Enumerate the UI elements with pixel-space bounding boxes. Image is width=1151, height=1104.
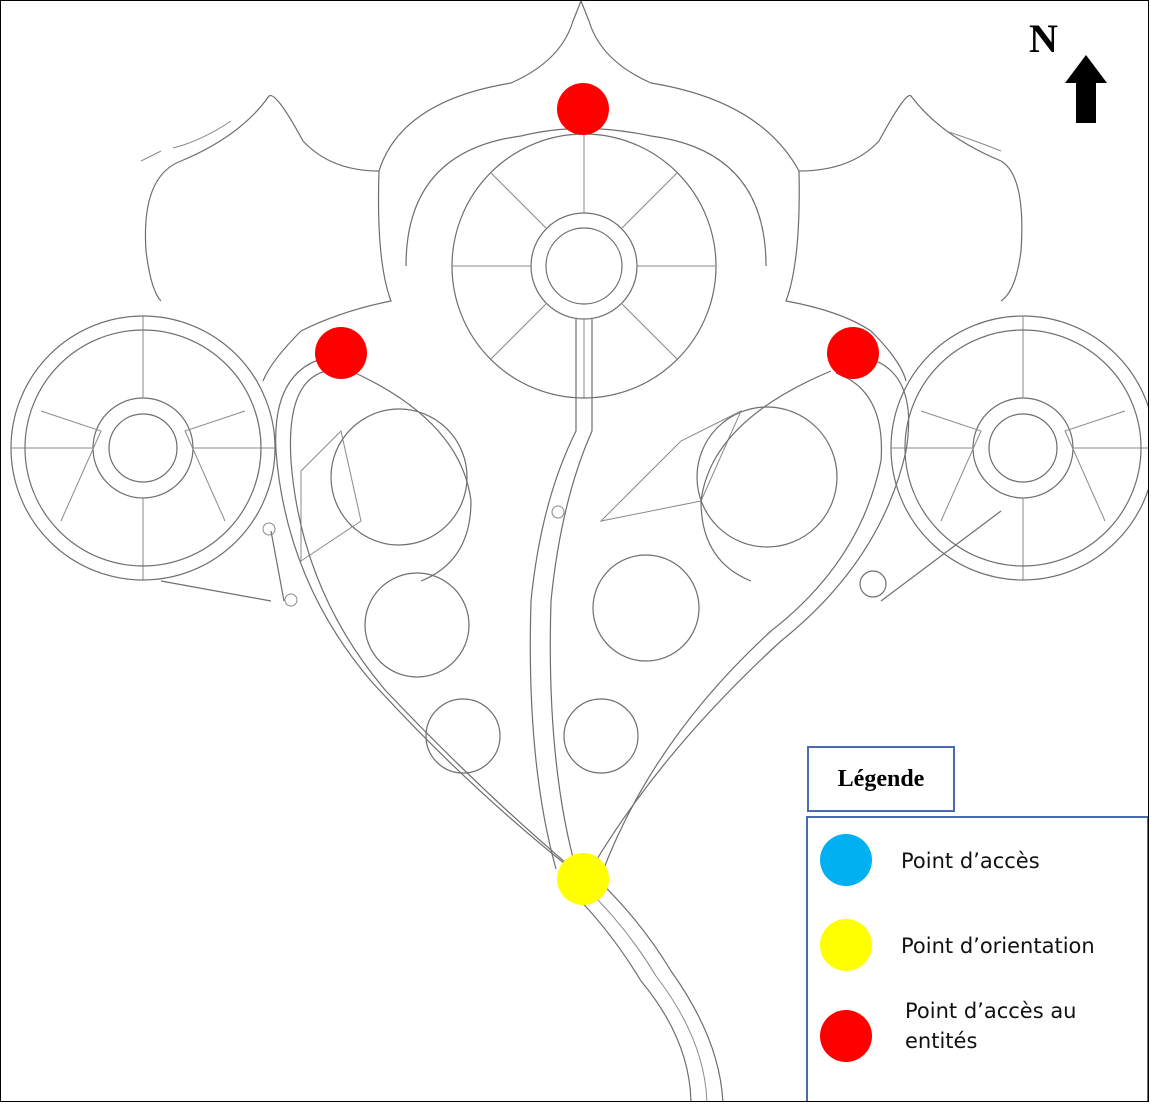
site-boundary (140, 1, 1023, 382)
entity-access-point-north[interactable] (557, 83, 609, 135)
legend-label: Point d’orientation (901, 934, 1095, 958)
yellow-dot-icon (820, 919, 872, 971)
blue-dot-icon (820, 834, 872, 886)
central-pavilion (405, 127, 767, 399)
legend: Point d’accès Point d’orientation Point … (806, 816, 1148, 1101)
legend-label: Point d’accès (901, 849, 1040, 873)
red-dot-icon (820, 1010, 872, 1062)
legend-label-line2: entités (905, 1029, 978, 1053)
north-label: N (1029, 16, 1058, 61)
east-pavilion (890, 315, 1148, 581)
legend-label-line1: Point d’accès au (905, 999, 1077, 1023)
entity-circles (262, 406, 887, 774)
map-points (315, 83, 879, 905)
arrow-up-icon (1065, 55, 1107, 123)
pathways (160, 319, 1002, 1101)
legend-title: Légende (837, 765, 925, 792)
legend-title-box: Légende (807, 746, 955, 812)
orientation-point[interactable] (557, 853, 609, 905)
entity-access-point-east[interactable] (827, 327, 879, 379)
entity-access-point-west[interactable] (315, 327, 367, 379)
west-pavilion (10, 315, 276, 581)
